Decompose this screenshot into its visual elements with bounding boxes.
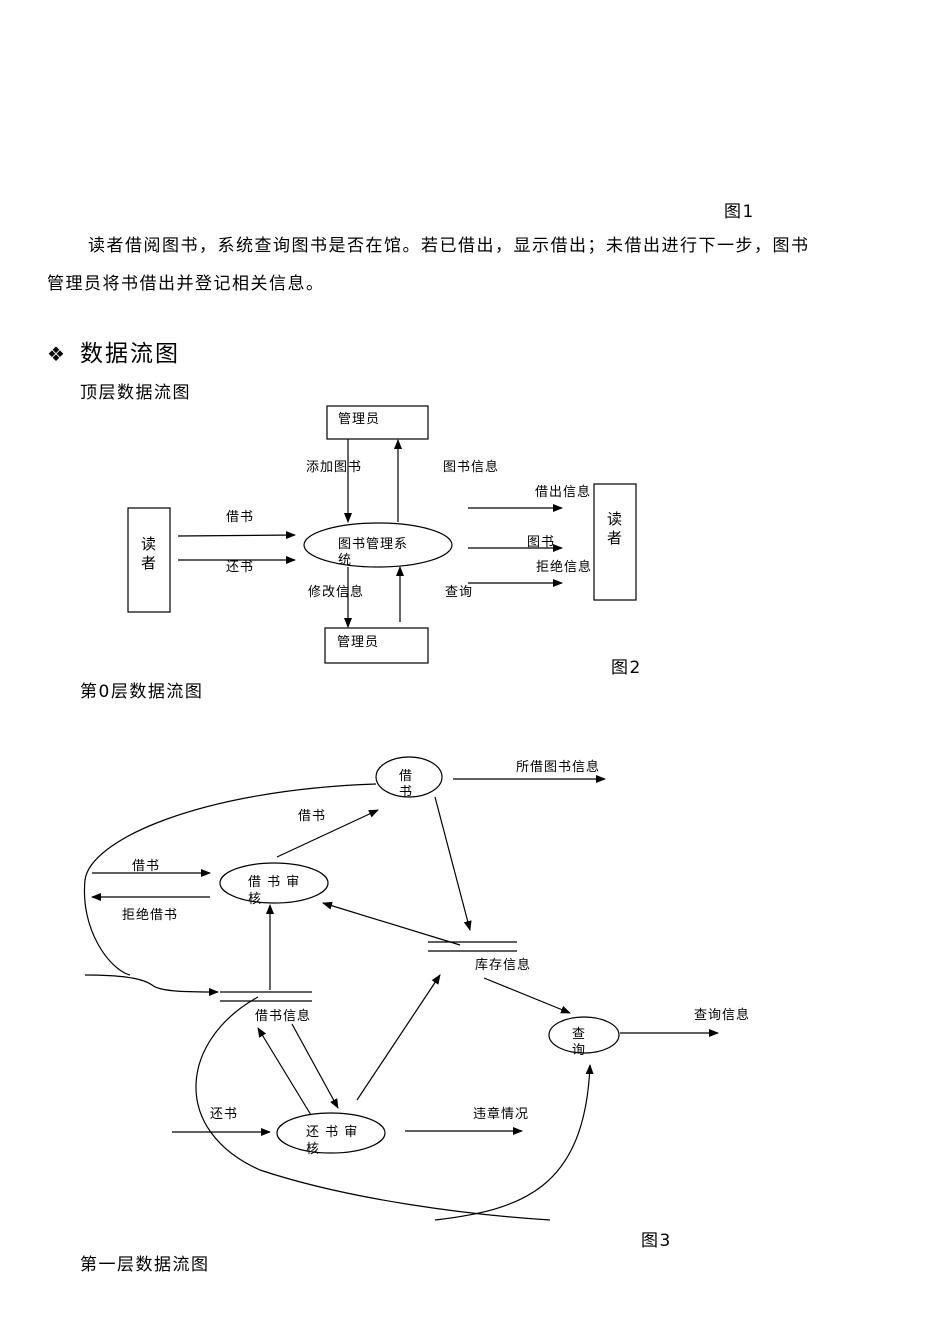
flow-borrow: 借书 bbox=[226, 510, 255, 525]
process-ellipse bbox=[303, 522, 453, 568]
flow-borrow-in: 借书 bbox=[132, 859, 161, 874]
flow-modify-info: 修改信息 bbox=[308, 585, 365, 600]
flow-return: 还书 bbox=[226, 560, 255, 575]
flow-borrowed-info: 所借图书信息 bbox=[516, 760, 601, 775]
process-borrow-1: 借 bbox=[399, 769, 414, 784]
reader-right-box bbox=[593, 483, 637, 601]
process-query-1: 查 bbox=[572, 1027, 587, 1042]
top-level-heading: 顶层数据流图 bbox=[80, 383, 191, 403]
section-title: 数据流图 bbox=[80, 341, 180, 367]
flow-borrow-up: 借书 bbox=[298, 809, 327, 824]
flow-return-in: 还书 bbox=[210, 1107, 239, 1122]
flow-query-info: 查询信息 bbox=[694, 1008, 751, 1023]
level1-heading: 第一层数据流图 bbox=[80, 1255, 210, 1275]
process-query-2: 询 bbox=[572, 1043, 587, 1058]
bullet-icon: ❖ bbox=[47, 342, 65, 366]
reader-right-char-2: 者 bbox=[607, 529, 623, 547]
store-borrow-info: 借书信息 bbox=[255, 1009, 312, 1024]
reader-left-char-1: 读 bbox=[141, 535, 157, 553]
manager-bottom-label: 管理员 bbox=[337, 635, 380, 650]
process-borrow-review-1: 借 书 审 bbox=[248, 875, 301, 890]
figure-1-caption: 图1 bbox=[724, 202, 755, 222]
figure-2-caption: 图2 bbox=[611, 658, 642, 678]
level0-heading: 第0层数据流图 bbox=[80, 682, 204, 702]
reader-right-char-1: 读 bbox=[607, 510, 623, 528]
process-borrow-2: 书 bbox=[399, 785, 414, 800]
flow-violation: 违章情况 bbox=[473, 1107, 530, 1122]
flow-reject-info: 拒绝信息 bbox=[536, 560, 593, 575]
reader-left-box bbox=[127, 507, 171, 613]
flow-add-book: 添加图书 bbox=[306, 460, 363, 475]
manager-top-box bbox=[326, 405, 429, 440]
flow-lend-info: 借出信息 bbox=[535, 485, 592, 500]
figure-3-caption: 图3 bbox=[641, 1231, 672, 1251]
flow-reject-borrow: 拒绝借书 bbox=[122, 908, 179, 923]
reader-left-char-2: 者 bbox=[141, 554, 157, 572]
store-inventory: 库存信息 bbox=[475, 958, 532, 973]
process-return-review-2: 核 bbox=[306, 1142, 321, 1157]
process-label-2: 统 bbox=[338, 553, 353, 568]
process-borrow-review-2: 核 bbox=[248, 892, 263, 907]
flow-book-info: 图书信息 bbox=[443, 460, 500, 475]
process-return-review-1: 还 书 审 bbox=[306, 1125, 359, 1140]
flow-book: 图书 bbox=[527, 535, 556, 550]
paragraph-line-2: 管理员将书借出并登记相关信息。 bbox=[47, 274, 325, 294]
manager-bottom-box bbox=[324, 627, 429, 664]
paragraph-line-1: 读者借阅图书，系统查询图书是否在馆。若已借出，显示借出；未借出进行下一步，图书 bbox=[88, 236, 810, 256]
manager-top-label: 管理员 bbox=[338, 412, 381, 427]
process-label-1: 图书管理系 bbox=[338, 537, 409, 552]
flow-query: 查询 bbox=[445, 585, 474, 600]
